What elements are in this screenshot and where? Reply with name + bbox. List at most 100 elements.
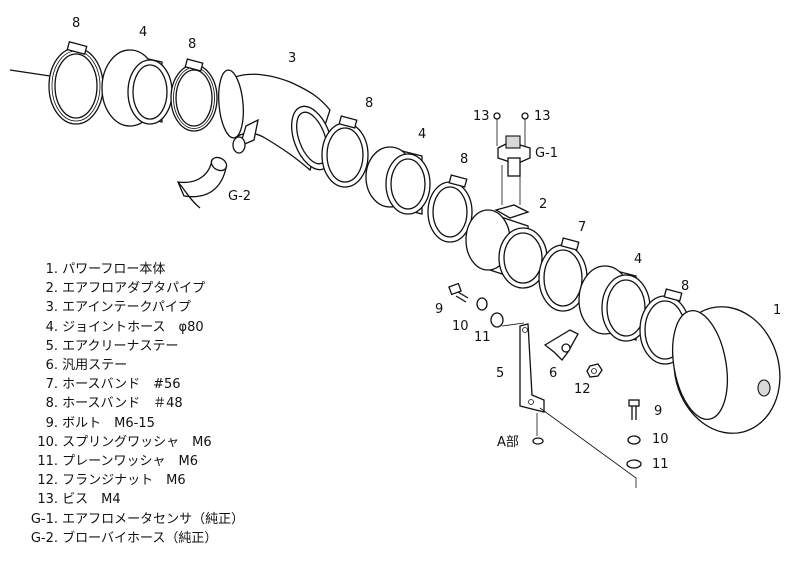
legend-item: 3. エアインテークパイプ: [14, 298, 244, 317]
callout-8: 8: [188, 37, 196, 52]
hose-clamp-8d: [427, 174, 473, 243]
legend-number: 13.: [37, 492, 58, 508]
legend-number: G-1.: [30, 511, 58, 527]
a-section-washer: [532, 437, 544, 445]
blowby-hose-g2: [176, 156, 228, 209]
legend-item: 1. パワーフロー本体: [14, 260, 244, 279]
flange-nut-12: [586, 363, 603, 378]
legend-item: G-1. エアフロメータセンサ（純正）: [14, 510, 244, 529]
joint-hose-4b: [365, 146, 431, 215]
general-stay-6: [543, 329, 579, 361]
legend-number: 12.: [37, 473, 58, 489]
legend-text: エアフロアダプタパイプ: [62, 281, 206, 297]
legend-text: スプリングワッシャ M6: [62, 434, 212, 450]
legend-item: 5. エアクリーナステー: [14, 337, 244, 356]
legend-number: 10.: [37, 434, 58, 450]
callout-13: 13: [473, 109, 490, 124]
callout-10: 10: [452, 319, 469, 334]
airflow-adapter-pipe-2: [465, 204, 548, 289]
callout-g2: G-2: [228, 189, 251, 204]
legend-item: 9. ボルト M6-15: [14, 414, 244, 433]
legend-item: 10. スプリングワッシャ M6: [14, 433, 244, 452]
legend-number: 8.: [45, 396, 58, 412]
callout-2: 2: [539, 197, 547, 212]
callout-13: 13: [534, 109, 551, 124]
callout-4: 4: [418, 127, 426, 142]
plain-washer-11b: [626, 459, 642, 469]
joint-hose-4c: [578, 265, 651, 342]
callout-a-section: A部: [497, 435, 519, 450]
legend-text: プレーンワッシャ M6: [62, 454, 198, 470]
callout-7: 7: [578, 220, 586, 235]
legend-text: ホースバンド ＃48: [62, 396, 183, 412]
hose-clamp-8c: [321, 115, 369, 188]
legend-text: 汎用ステー: [62, 358, 128, 374]
callout-9: 9: [654, 404, 662, 419]
legend-number: 1.: [45, 262, 58, 277]
spring-washer-10b: [627, 435, 641, 445]
guide-line: [539, 407, 637, 488]
legend-item: 8. ホースバンド ＃48: [14, 394, 244, 413]
callout-8: 8: [365, 96, 373, 111]
legend-text: エアフロメータセンサ（純正）: [62, 511, 245, 527]
legend-text: エアクリーナステー: [62, 338, 179, 354]
legend-text: ボルト M6-15: [62, 415, 155, 431]
bolt-9b: [628, 399, 640, 420]
legend-item: 13. ビス M4: [14, 490, 244, 509]
legend-text: ビス M4: [62, 492, 121, 508]
callout-3: 3: [288, 51, 296, 66]
legend-item: 2. エアフロアダプタパイプ: [14, 279, 244, 298]
bolt-9a: [448, 282, 469, 303]
pipe-end-line: [9, 69, 51, 77]
callout-6: 6: [549, 366, 557, 381]
callout-1: 1: [773, 303, 781, 318]
legend-text: ホースバンド #56: [62, 377, 181, 393]
plain-washer-11a: [490, 312, 504, 328]
legend-text: パワーフロー本体: [62, 262, 166, 277]
legend-number: 2.: [45, 281, 58, 297]
legend-number: 3.: [45, 300, 58, 316]
legend-item: 6. 汎用ステー: [14, 356, 244, 375]
callout-8: 8: [72, 16, 80, 31]
spring-washer-10a: [476, 297, 488, 311]
callout-5: 5: [496, 366, 504, 381]
legend-item: 4. ジョイントホース φ80: [14, 318, 244, 337]
legend-number: 4.: [45, 319, 58, 335]
callout-4: 4: [634, 252, 642, 267]
legend-item: G-2. ブローバイホース（純正）: [14, 529, 244, 548]
guide-line: [501, 322, 525, 327]
power-flow-body-1: [672, 306, 781, 434]
hose-clamp-8a: [48, 41, 104, 125]
legend-text: ブローバイホース（純正）: [62, 530, 218, 546]
callout-8: 8: [460, 152, 468, 167]
callout-8: 8: [681, 279, 689, 294]
callout-9: 9: [435, 302, 443, 317]
legend-item: 7. ホースバンド #56: [14, 375, 244, 394]
legend-number: 5.: [45, 338, 58, 354]
legend-number: 9.: [45, 415, 58, 431]
legend-text: ジョイントホース φ80: [62, 319, 204, 335]
legend-number: G-2.: [30, 530, 58, 546]
hose-clamp-7: [538, 237, 588, 312]
callout-g1: G-1: [535, 146, 558, 161]
callout-10: 10: [652, 432, 669, 447]
legend-item: 12. フランジナット M6: [14, 471, 244, 490]
hose-clamp-8b: [170, 58, 218, 132]
legend-number: 6.: [45, 358, 58, 374]
airflow-meter-sensor-g1: [493, 112, 531, 205]
intake-pipe-3: [218, 69, 333, 172]
cleaner-stay-5: [519, 323, 545, 413]
callout-4: 4: [139, 25, 147, 40]
legend-item: 11. プレーンワッシャ M6: [14, 452, 244, 471]
joint-hose-4a: [101, 49, 173, 127]
legend-number: 11.: [37, 454, 58, 470]
legend-text: フランジナット M6: [62, 473, 186, 489]
callout-11: 11: [652, 457, 669, 472]
callout-11: 11: [474, 330, 491, 345]
legend-number: 7.: [45, 377, 58, 393]
legend-text: エアインテークパイプ: [62, 300, 191, 316]
callout-12: 12: [574, 382, 591, 397]
